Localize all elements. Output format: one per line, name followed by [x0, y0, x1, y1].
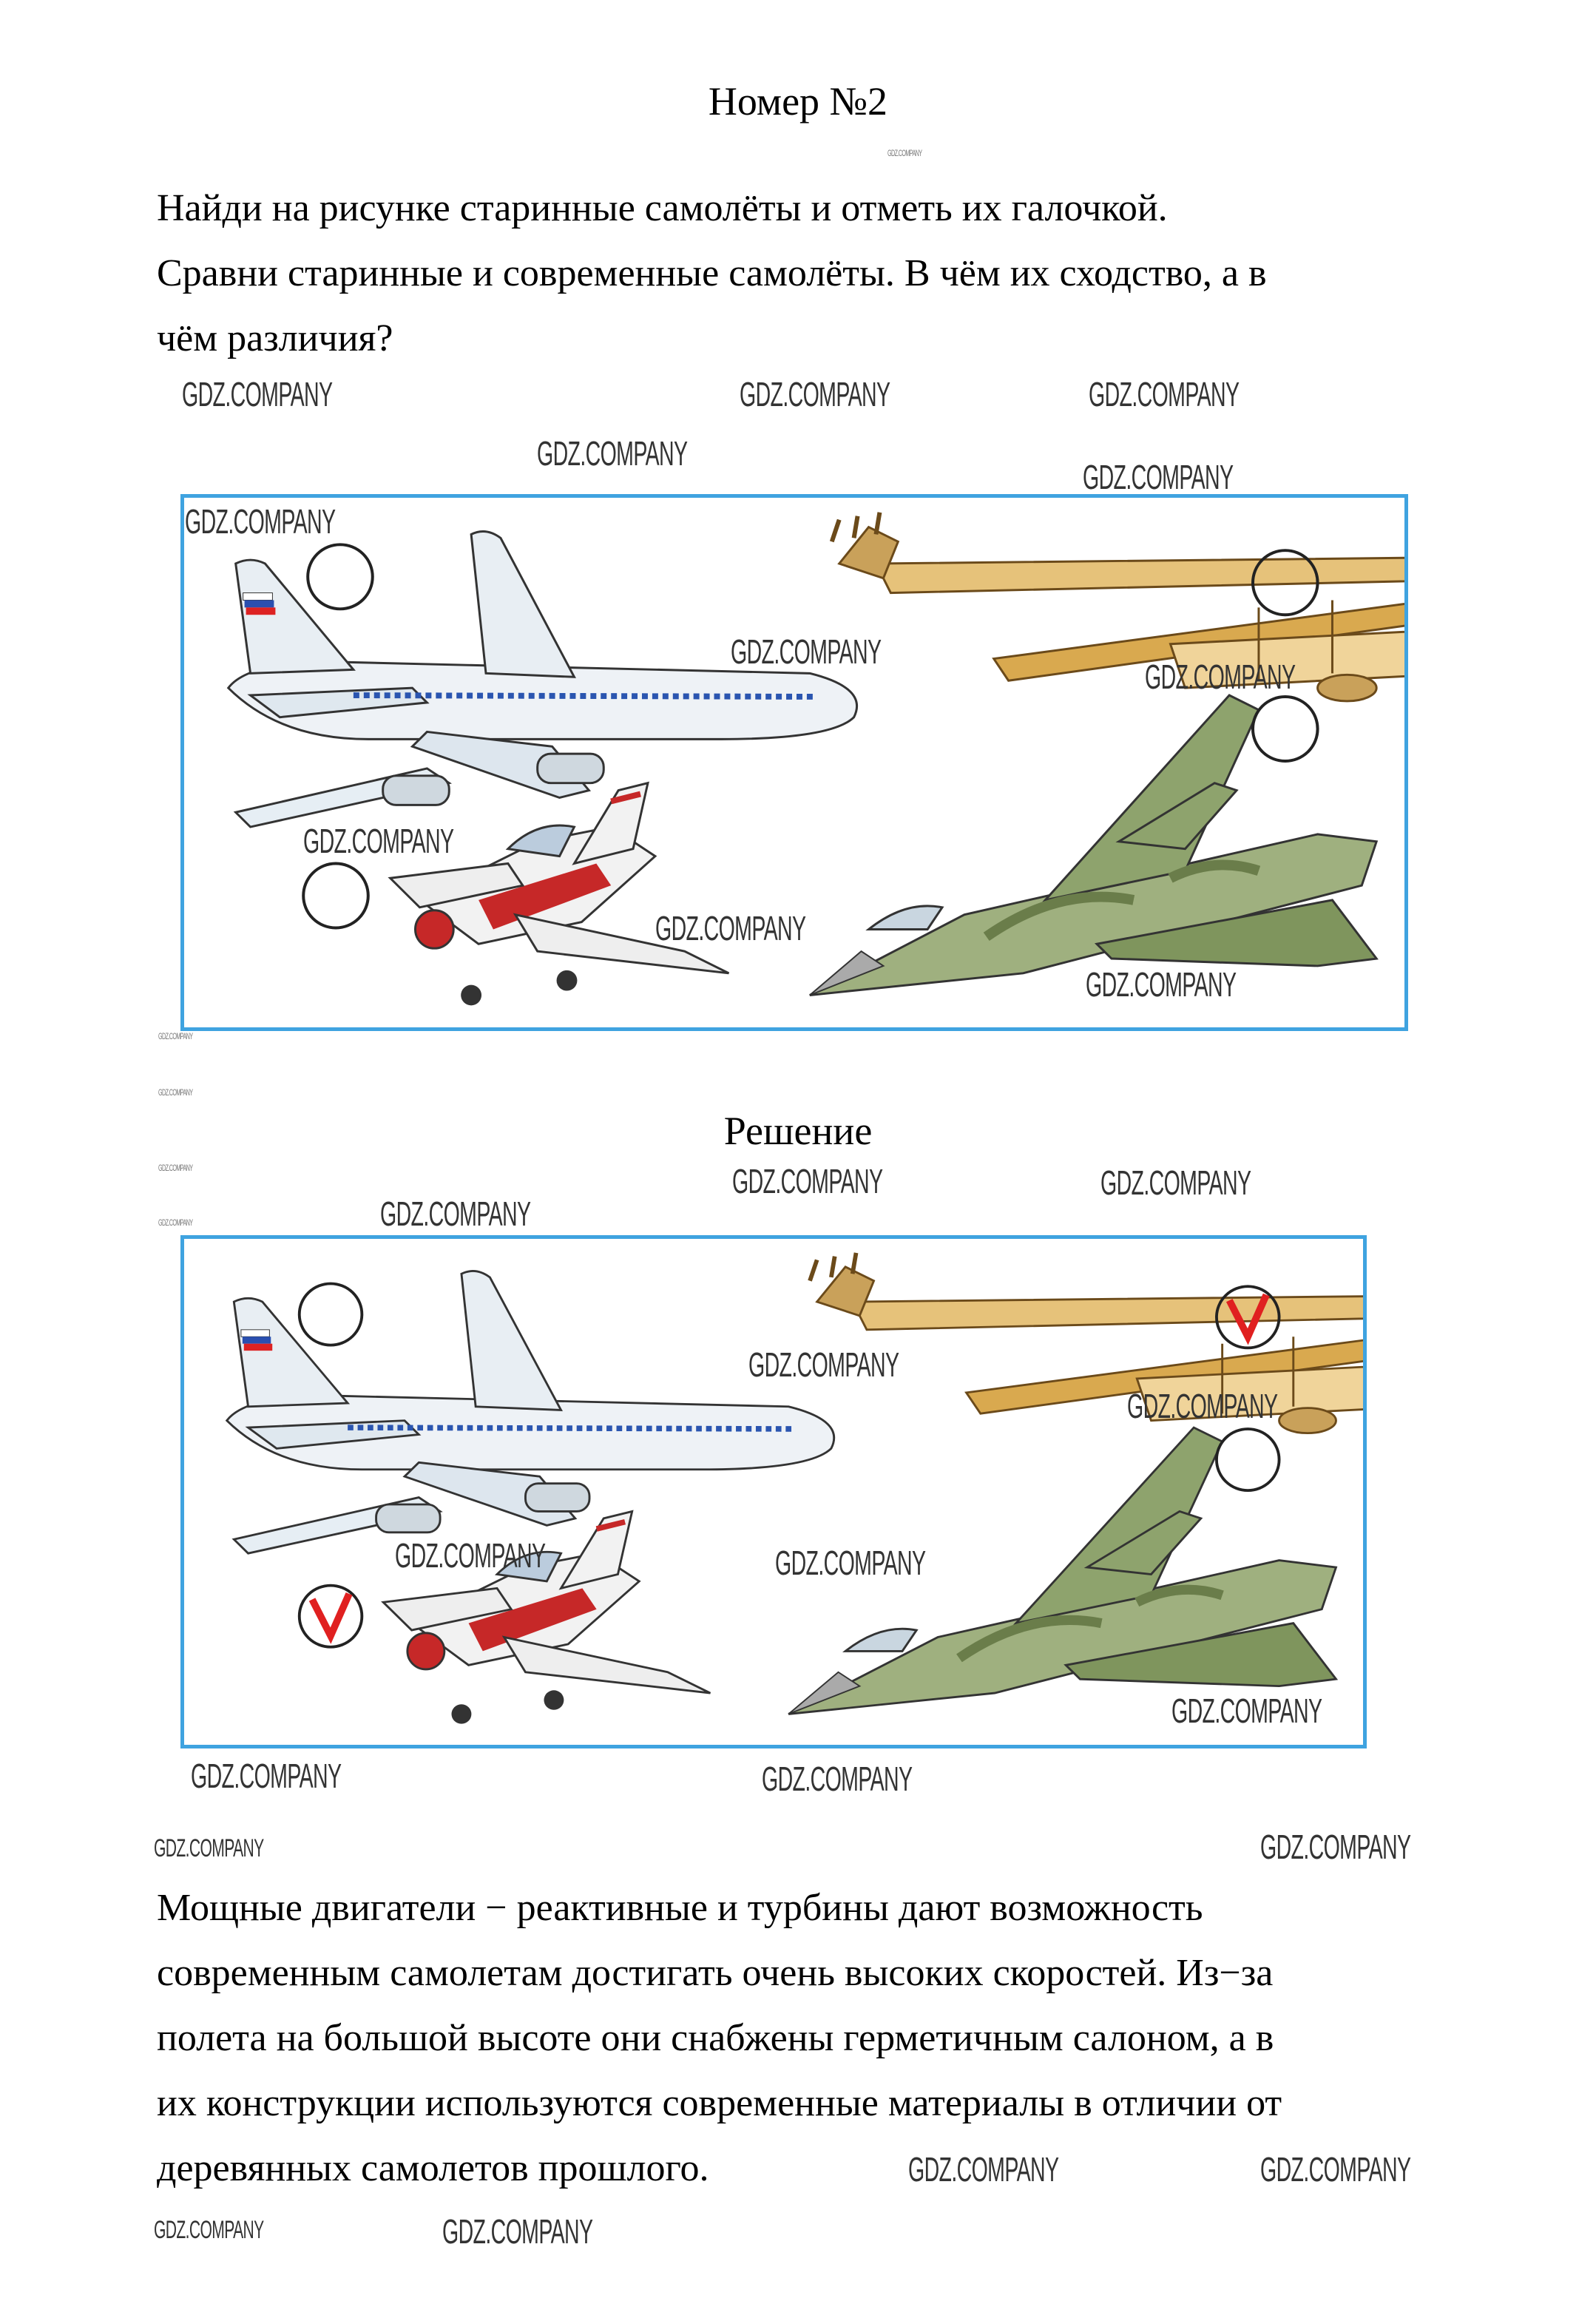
watermark: GDZ.COMPANY — [158, 1087, 193, 1098]
watermark: GDZ.COMPANY — [762, 1760, 913, 1798]
checkbox-airliner[interactable] — [297, 1282, 364, 1347]
watermark: GDZ.COMPANY — [442, 2212, 593, 2251]
sport-plane-image — [390, 783, 729, 1006]
checkbox-sport-plane[interactable] — [302, 862, 370, 930]
solution-heading: Решение — [723, 1109, 873, 1153]
watermark: GDZ.COMPANY — [303, 822, 454, 860]
watermark: GDZ.COMPANY — [1083, 458, 1234, 496]
watermark: GDZ.COMPANY — [748, 1345, 899, 1384]
watermark: GDZ.COMPANY — [1145, 658, 1296, 696]
airliner-image — [227, 1271, 834, 1553]
watermark: GDZ.COMPANY — [154, 1834, 264, 1862]
watermark: GDZ.COMPANY — [731, 632, 882, 671]
watermark: GDZ.COMPANY — [1086, 965, 1237, 1004]
task-text: Найди на рисунке старинные самолёты и от… — [157, 176, 1473, 371]
answer-line: современным самолетам достигать очень вы… — [157, 1952, 1274, 1994]
watermark: GDZ.COMPANY — [1260, 2150, 1411, 2189]
watermark: GDZ.COMPANY — [154, 2216, 264, 2244]
task-figure — [180, 494, 1408, 1031]
watermark: GDZ.COMPANY — [775, 1544, 926, 1582]
task-line: Сравни старинные и современные самолёты.… — [157, 252, 1267, 294]
fighter-jet-image — [810, 695, 1376, 995]
airliner-image — [229, 531, 857, 827]
watermark: GDZ.COMPANY — [908, 2150, 1059, 2189]
watermark: GDZ.COMPANY — [158, 1163, 193, 1173]
watermark: GDZ.COMPANY — [1127, 1387, 1278, 1425]
watermark: GDZ.COMPANY — [158, 1217, 193, 1228]
check-mark-icon — [1225, 1293, 1270, 1345]
checkbox-vintage-biplane[interactable] — [1215, 1285, 1281, 1350]
page-title: Номер №2 — [708, 79, 888, 124]
watermark: GDZ.COMPANY — [732, 1162, 883, 1200]
watermark: GDZ.COMPANY — [158, 1031, 193, 1041]
checkbox-sport-plane[interactable] — [297, 1584, 364, 1649]
watermark: GDZ.COMPANY — [537, 434, 688, 473]
task-line: Найди на рисунке старинные самолёты и от… — [157, 187, 1168, 229]
watermark: GDZ.COMPANY — [1089, 375, 1240, 413]
watermark: GDZ.COMPANY — [395, 1536, 546, 1575]
task-line: чём различия? — [157, 317, 393, 359]
watermark: GDZ.COMPANY — [1260, 1828, 1411, 1866]
watermark: GDZ.COMPANY — [185, 502, 336, 541]
watermark: GDZ.COMPANY — [887, 148, 922, 158]
watermark: GDZ.COMPANY — [1100, 1163, 1251, 1202]
solution-figure — [180, 1235, 1367, 1748]
watermark: GDZ.COMPANY — [182, 375, 333, 413]
checkbox-airliner[interactable] — [306, 543, 374, 611]
checkbox-vintage-biplane[interactable] — [1251, 549, 1319, 617]
answer-line: полета на большой высоте они снабжены ге… — [157, 2017, 1274, 2059]
answer-text: Мощные двигатели − реактивные и турбины … — [157, 1876, 1473, 2201]
vintage-biplane-image — [810, 1253, 1363, 1433]
watermark: GDZ.COMPANY — [655, 909, 806, 947]
check-mark-icon — [308, 1592, 353, 1644]
checkbox-fighter-jet[interactable] — [1215, 1427, 1281, 1492]
watermark: GDZ.COMPANY — [1171, 1692, 1322, 1730]
watermark: GDZ.COMPANY — [380, 1195, 531, 1233]
answer-line: Мощные двигатели − реактивные и турбины … — [157, 1887, 1203, 1929]
watermark: GDZ.COMPANY — [191, 1757, 342, 1795]
watermark: GDZ.COMPANY — [740, 375, 890, 413]
checkbox-fighter-jet[interactable] — [1251, 695, 1319, 763]
answer-line: деревянных самолетов прошлого. — [157, 2147, 709, 2189]
vintage-biplane-image — [832, 513, 1404, 701]
answer-line: их конструкции используются современные … — [157, 2082, 1282, 2124]
